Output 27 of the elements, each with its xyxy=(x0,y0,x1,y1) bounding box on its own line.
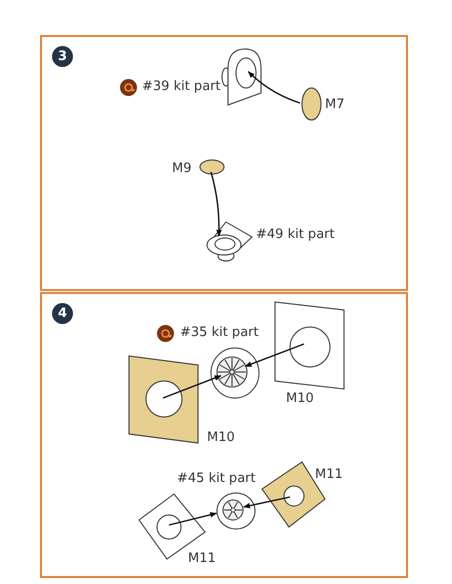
cup-drawing xyxy=(204,220,254,262)
part-label: #49 kit part xyxy=(256,227,335,243)
part-label: M10 xyxy=(207,430,235,446)
part-label: M7 xyxy=(325,97,344,113)
bracket-drawing xyxy=(221,47,263,107)
mask-drawing xyxy=(127,354,201,446)
part-label: #35 kit part xyxy=(180,325,259,341)
part-label: #39 kit part xyxy=(142,79,221,95)
part-label: #45 kit part xyxy=(177,471,256,487)
step-number: 3 xyxy=(52,46,73,67)
wheel-drawing xyxy=(209,347,261,399)
part-label: M9 xyxy=(172,161,192,177)
mask-drawing xyxy=(273,300,347,392)
part-label: M11 xyxy=(315,467,343,483)
step-panel xyxy=(40,292,408,578)
arrow xyxy=(168,512,218,526)
part-label: M10 xyxy=(286,391,314,407)
arrow xyxy=(243,496,290,508)
step-panel xyxy=(40,35,408,291)
disc xyxy=(301,87,322,121)
arrow xyxy=(244,343,304,368)
step-number: 4 xyxy=(52,303,73,324)
arrow xyxy=(210,172,222,237)
wheel-drawing xyxy=(216,492,256,530)
part-label: M11 xyxy=(188,551,216,567)
arrow xyxy=(248,71,300,104)
disc xyxy=(199,159,225,175)
